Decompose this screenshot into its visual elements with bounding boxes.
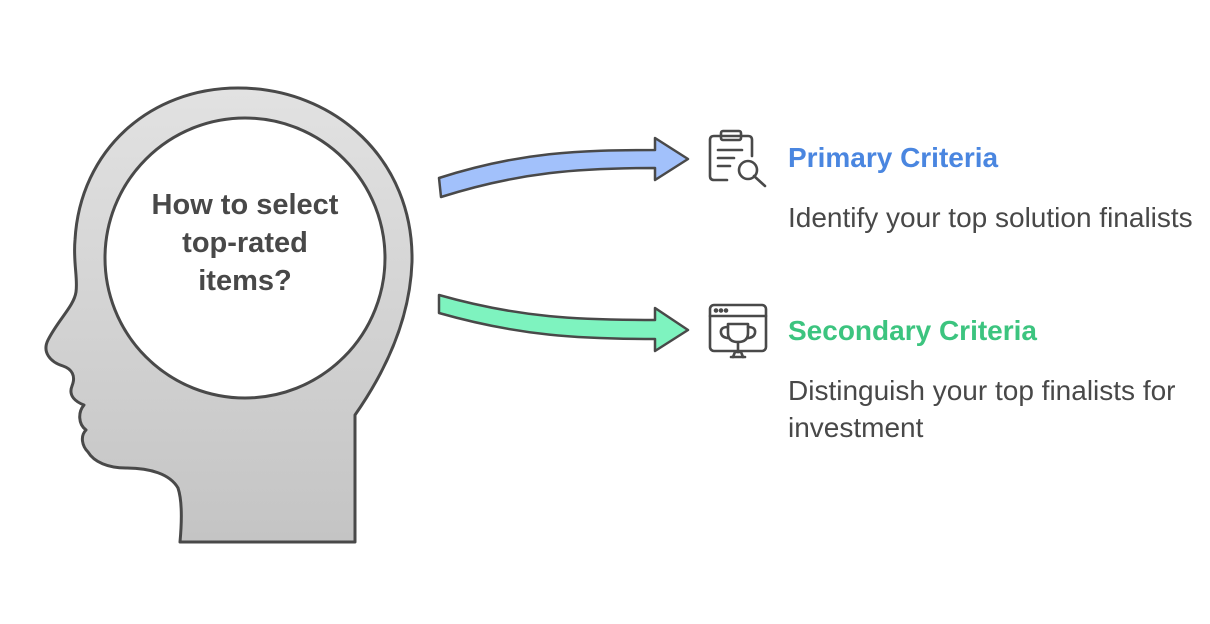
secondary-arrow [437,293,690,353]
primary-criteria-title: Primary Criteria [788,142,999,173]
clipboard-search-icon [708,129,767,188]
secondary-criteria-block: Secondary Criteria Distinguish your top … [788,314,1208,446]
secondary-criteria-description: Distinguish your top finalists for inves… [788,375,1176,443]
secondary-criteria-title: Secondary Criteria [788,315,1037,346]
central-question: How to select top-rated items? [151,189,339,297]
head-circle [103,116,387,400]
browser-trophy-icon [708,303,768,359]
primary-criteria-block: Primary Criteria Identify your top solut… [788,141,1208,236]
primary-arrow [437,136,690,199]
primary-criteria-description: Identify your top solution finalists [788,202,1193,233]
